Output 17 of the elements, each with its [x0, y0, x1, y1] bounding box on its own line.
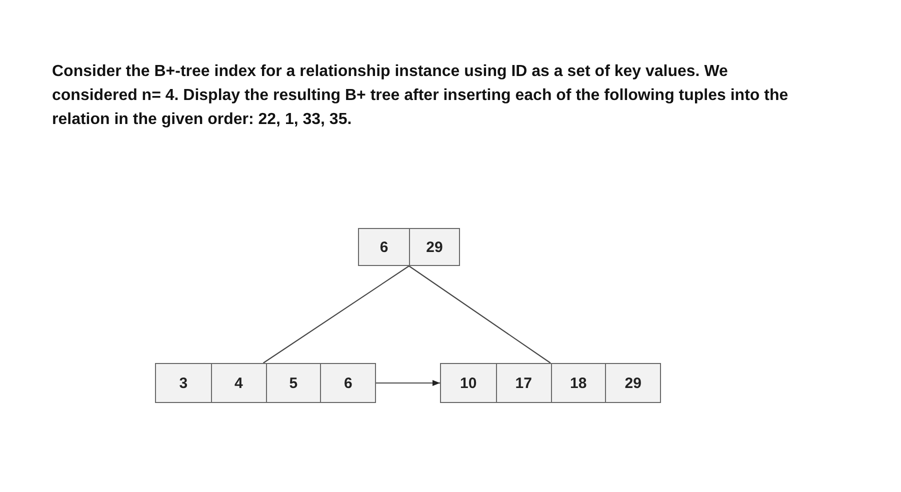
- key-value: 6: [359, 229, 409, 265]
- key-value: 6: [320, 364, 375, 402]
- key-value: 5: [266, 364, 320, 402]
- key-value: 18: [550, 364, 606, 402]
- key-value: 4: [210, 364, 266, 402]
- arrow: [376, 380, 440, 386]
- tree-node: [358, 228, 460, 266]
- key-value: 29: [409, 229, 459, 265]
- question-text: Consider the B+-tree index for a relationship instance using ID as a set of key values. We considered n= 4. Display the resulting B+ tree after inserting each of the following tuples into the relation in the given order: 22, 1, 33, 35.: [52, 62, 790, 130]
- connector-line: [408, 266, 551, 364]
- key-value: 3: [156, 364, 211, 402]
- connector-line: [262, 266, 410, 364]
- key-value: 29: [605, 364, 660, 402]
- key-value: 17: [496, 364, 550, 402]
- key-value: 10: [441, 364, 496, 402]
- tree-node: [155, 363, 376, 403]
- tree-node: [440, 363, 661, 403]
